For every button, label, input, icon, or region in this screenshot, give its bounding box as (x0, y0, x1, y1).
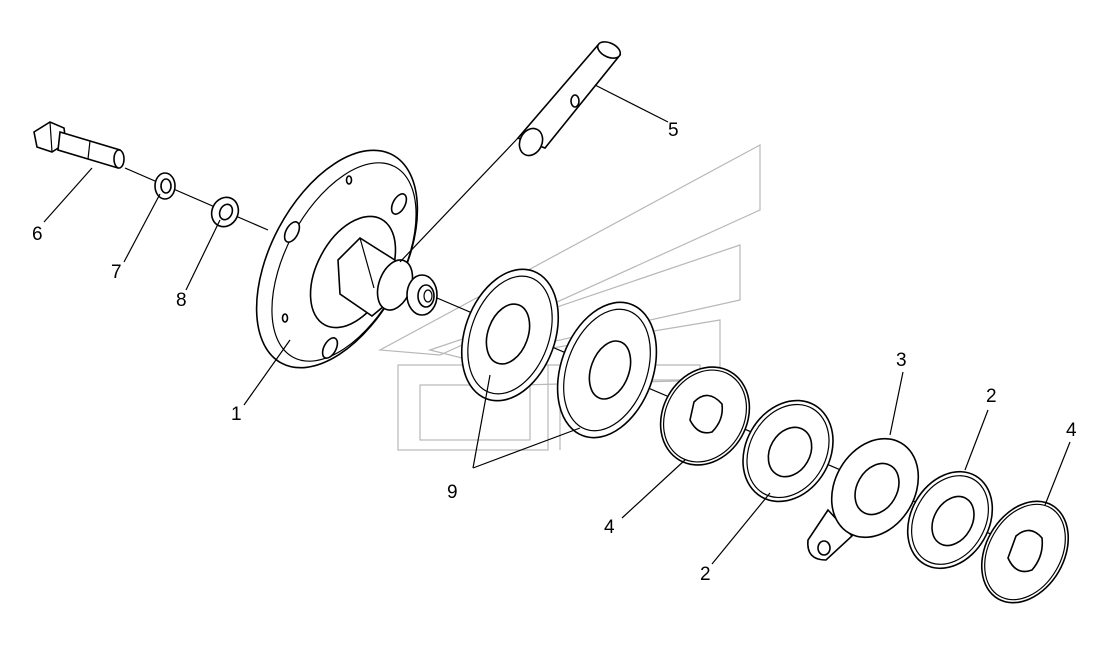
callout-pin: 5 (668, 120, 679, 141)
callout-labels: 1 5 6 7 8 9 4 2 3 2 4 (32, 120, 1077, 585)
callout-plain-washer-left: 2 (700, 564, 711, 585)
callout-keyed-washer-right: 4 (1066, 420, 1077, 441)
flat-washer (210, 196, 240, 228)
keyed-washer-right (980, 500, 1070, 604)
callout-spring-washer: 7 (111, 262, 122, 283)
callout-bolt: 6 (32, 224, 43, 245)
keyed-washer-left (659, 366, 751, 466)
callout-friction-discs: 9 (447, 482, 458, 503)
callout-plain-washer-right: 2 (986, 386, 997, 407)
plain-washer-right (906, 470, 994, 570)
bolt (33, 121, 125, 170)
pin (399, 41, 622, 263)
tab-washer (807, 437, 920, 561)
callout-flat-washer: 8 (176, 290, 187, 311)
friction-disc-a (460, 268, 560, 402)
callout-keyed-washer-left: 4 (604, 517, 615, 538)
callout-tab-washer: 3 (896, 350, 907, 371)
callout-hub: 1 (231, 404, 242, 425)
hub-flange (255, 149, 438, 369)
spring-washer (154, 172, 176, 200)
leader-lines (43, 84, 1071, 565)
friction-disc-b (556, 301, 658, 439)
plain-washer-left (742, 399, 834, 503)
